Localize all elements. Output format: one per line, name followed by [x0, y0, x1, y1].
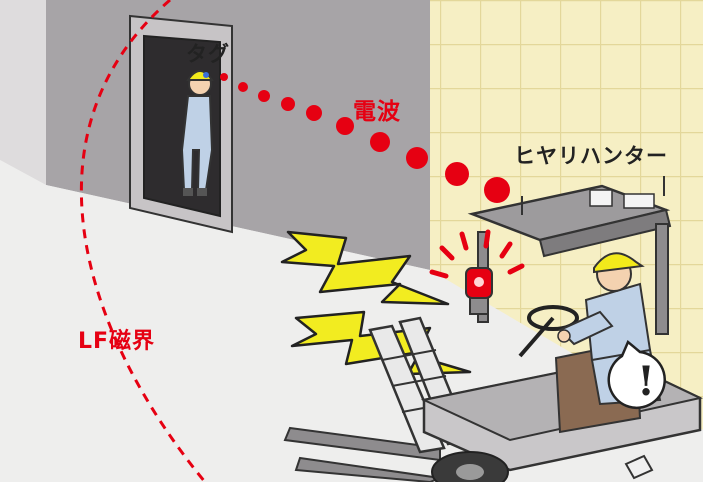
left-wall [0, 0, 46, 185]
alert-bubble-icon [607, 339, 666, 410]
radio-wave-label: 電波 [353, 99, 401, 125]
warning-light-icon [429, 229, 525, 315]
dropped-device-icon [624, 454, 654, 480]
alert-mark: ! [637, 357, 655, 405]
tag-label: タグ [186, 42, 230, 66]
lf-field-arc [80, 0, 207, 482]
worker-with-tag-icon [180, 70, 214, 196]
hiyari-hunter-label: ヒヤリハンター [514, 144, 668, 168]
radio-wave-dots [220, 73, 510, 203]
lf-field-label: LF磁界 [78, 329, 156, 354]
